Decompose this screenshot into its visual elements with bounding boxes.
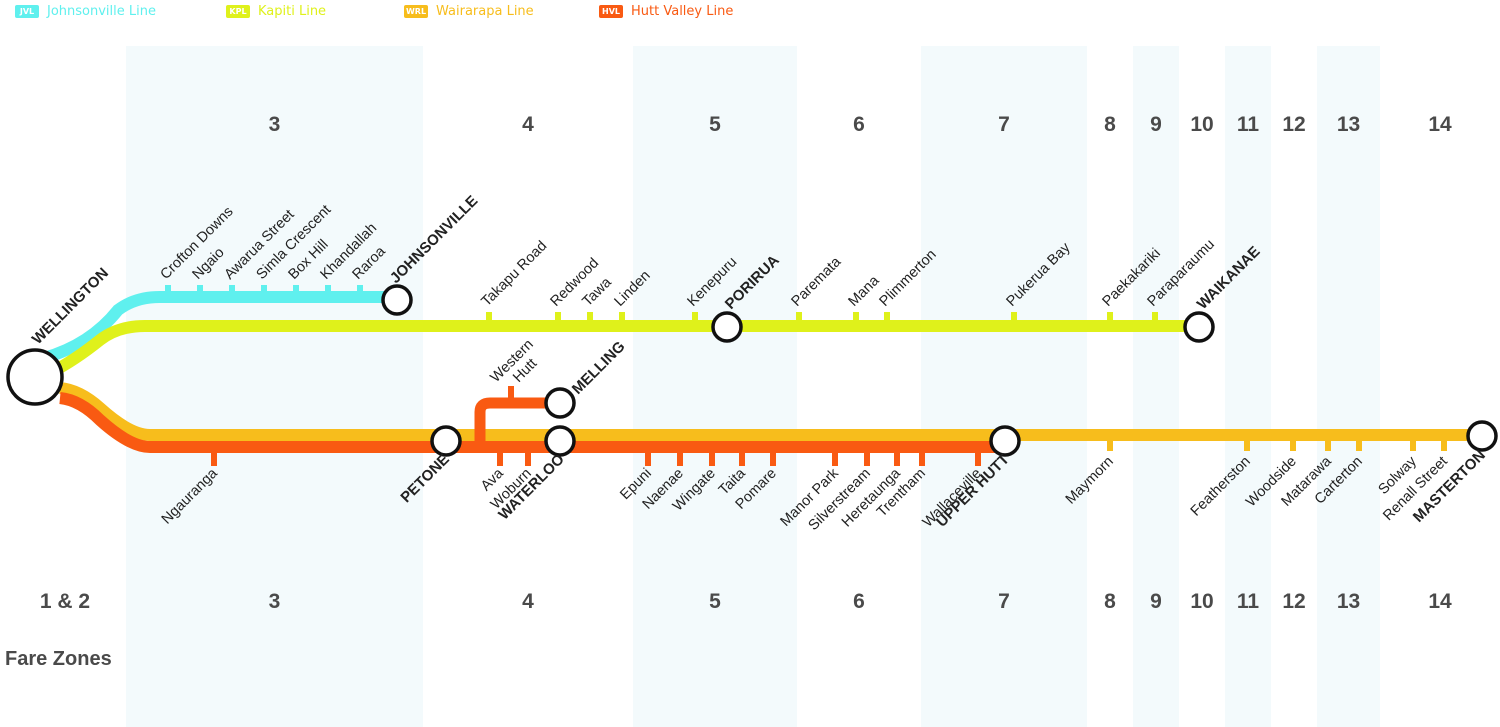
wellington-hub [6, 348, 64, 406]
label-melling: MELLING [569, 338, 629, 398]
hvl-badge: HVL [599, 5, 623, 18]
zone-label-top-4: 4 [522, 113, 534, 136]
zone-band-7 [921, 46, 1087, 727]
rail-lines [42, 291, 1483, 453]
legend-item-jvl: JVL Johnsonville Line [15, 4, 156, 19]
zone-label-bottom-9: 9 [1150, 590, 1162, 613]
wairarapa-line [59, 382, 1483, 441]
zone-label-top-9: 9 [1150, 113, 1162, 136]
zone-label-top-5: 5 [709, 113, 721, 136]
zone-label-top-6: 6 [853, 113, 865, 136]
station-ticks [165, 285, 1447, 466]
wrl-label: Wairarapa Line [436, 4, 534, 19]
hutt-valley-line [59, 392, 1005, 453]
zone-label-bottom-13: 13 [1337, 590, 1360, 613]
legend-item-hvl: HVL Hutt Valley Line [599, 4, 733, 19]
waterloo-hub [544, 425, 576, 457]
zone-label-bottom-12: 12 [1282, 590, 1305, 613]
kapiti-line [49, 320, 1200, 378]
zone-label-top-8: 8 [1104, 113, 1116, 136]
zone-band-13 [1317, 46, 1380, 727]
zone-label-top-14: 14 [1428, 113, 1452, 136]
zone-label-bottom-7: 7 [998, 590, 1010, 613]
zone-label-bottom-3: 3 [269, 590, 281, 613]
melling-branch [470, 397, 560, 453]
zone-label-bottom-5: 5 [709, 590, 721, 613]
melling-hub [544, 387, 576, 419]
upper-hutt-hub [989, 425, 1021, 457]
zone-label-bottom-10: 10 [1190, 590, 1213, 613]
zone-label-top-10: 10 [1190, 113, 1213, 136]
zone-label-top-3: 3 [269, 113, 281, 136]
label-kpl-0: Takapu Road [479, 238, 551, 310]
zone-label-top-7: 7 [998, 113, 1010, 136]
zone-bands [126, 46, 1380, 727]
zone-label-top-12: 12 [1282, 113, 1305, 136]
jvl-badge: JVL [15, 5, 39, 18]
zone-band-3 [126, 46, 423, 727]
zone-band-11 [1225, 46, 1271, 727]
jvl-label: Johnsonville Line [47, 4, 156, 19]
porirua-hub [711, 311, 743, 343]
hvl-label: Hutt Valley Line [631, 4, 734, 19]
zone-label-bottom-1 & 2: 1 & 2 [40, 590, 90, 613]
station-circles [6, 284, 1498, 457]
zone-label-bottom-8: 8 [1104, 590, 1116, 613]
zone-label-bottom-4: 4 [522, 590, 534, 613]
zone-band-9 [1133, 46, 1179, 727]
zone-label-top-13: 13 [1337, 113, 1360, 136]
legend-item-wrl: WRL Wairarapa Line [404, 4, 534, 19]
label-western-hutt: WesternHutt [488, 337, 549, 398]
johnsonville-hub [381, 284, 413, 316]
legend-item-kpl: KPL Kapiti Line [226, 4, 326, 19]
fare-zones-title: Fare Zones [5, 648, 112, 670]
zone-labels: 1 & 2 3 3 4 4 5 5 6 6 7 7 8 8 9 9 10 10 11 11 12 12 13 13 14 14 [40, 113, 1452, 613]
waikanae-hub [1183, 311, 1215, 343]
zone-label-bottom-11: 11 [1237, 590, 1260, 613]
johnsonville-line [42, 291, 398, 364]
petone-hub [430, 425, 462, 457]
masterton-hub [1466, 420, 1498, 452]
zone-band-5 [633, 46, 797, 727]
kpl-label: Kapiti Line [258, 4, 327, 19]
zone-label-bottom-14: 14 [1428, 590, 1452, 613]
label-kpl-6: Mana [846, 272, 884, 310]
zone-label-bottom-6: 6 [853, 590, 865, 613]
wrl-badge: WRL [404, 5, 428, 18]
kpl-badge: KPL [226, 5, 250, 18]
zone-label-top-11: 11 [1237, 113, 1260, 136]
